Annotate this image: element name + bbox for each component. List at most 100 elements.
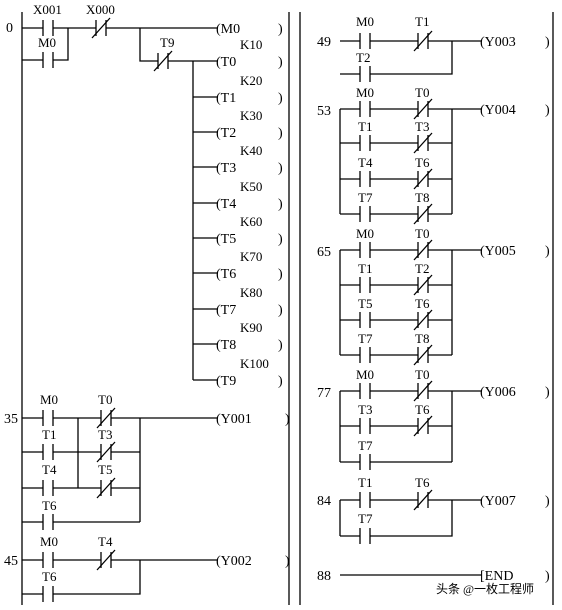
coil-close: ) bbox=[545, 35, 550, 50]
step-number: 88 bbox=[317, 569, 331, 584]
contact-label: T6 bbox=[415, 402, 430, 417]
contacts-53 bbox=[359, 98, 433, 225]
timer-label: (T4 bbox=[216, 197, 236, 212]
contact-label: X001 bbox=[33, 2, 62, 17]
contact-label: T9 bbox=[160, 35, 174, 50]
contact-label: T1 bbox=[415, 14, 429, 29]
watermark: 头条 @一枚工程师 bbox=[436, 581, 534, 596]
svg-text:): ) bbox=[278, 267, 283, 282]
contact-label: T5 bbox=[98, 462, 112, 477]
step-number: 65 bbox=[317, 245, 331, 260]
contact-label: M0 bbox=[38, 35, 56, 50]
timer-outputs bbox=[193, 96, 218, 381]
svg-text:): ) bbox=[278, 91, 283, 106]
contacts-35 bbox=[42, 407, 116, 530]
svg-text:): ) bbox=[278, 197, 283, 212]
timer-preset: K10 bbox=[240, 37, 262, 52]
contact-label: T0 bbox=[415, 85, 429, 100]
contact-no bbox=[42, 20, 54, 36]
coil-label: (Y005 bbox=[480, 244, 516, 259]
svg-text:): ) bbox=[278, 126, 283, 141]
contact-label: T3 bbox=[358, 402, 372, 417]
coil-closers: )) )) )) )) )) bbox=[278, 55, 283, 389]
step-number: 35 bbox=[4, 412, 18, 427]
contact-label: T3 bbox=[415, 119, 429, 134]
contact-label: T0 bbox=[415, 367, 429, 382]
contact-label: T2 bbox=[415, 261, 429, 276]
contacts-49 bbox=[359, 30, 433, 82]
coil-label: (Y002 bbox=[216, 554, 252, 569]
timer-label: (T9 bbox=[216, 374, 236, 389]
contacts-65 bbox=[359, 239, 433, 366]
contact-label: T1 bbox=[358, 475, 372, 490]
contact-label: T0 bbox=[415, 226, 429, 241]
contact-label: M0 bbox=[356, 367, 374, 382]
contact-label: M0 bbox=[356, 226, 374, 241]
contact-label: T7 bbox=[358, 331, 373, 346]
timer-preset: K50 bbox=[240, 179, 262, 194]
contact-label: T4 bbox=[358, 155, 373, 170]
coil-close: ) bbox=[545, 385, 550, 400]
contact-label: T1 bbox=[358, 119, 372, 134]
timer-label: (T7 bbox=[216, 303, 236, 318]
end-close: ) bbox=[545, 569, 550, 584]
contact-label: M0 bbox=[356, 14, 374, 29]
step-number: 77 bbox=[317, 386, 331, 401]
contact-label: T1 bbox=[358, 261, 372, 276]
svg-text:): ) bbox=[278, 55, 283, 70]
contact-label: X000 bbox=[86, 2, 115, 17]
end-instruction: [END bbox=[480, 569, 513, 584]
timer-label: (T3 bbox=[216, 161, 236, 176]
contact-label: T7 bbox=[358, 190, 373, 205]
timer-preset: K100 bbox=[240, 356, 269, 371]
timer-preset: K20 bbox=[240, 73, 262, 88]
contacts-84 bbox=[359, 489, 433, 544]
contact-label: T6 bbox=[415, 475, 430, 490]
step-number: 0 bbox=[6, 21, 13, 36]
contact-label: T6 bbox=[415, 155, 430, 170]
contact-label: M0 bbox=[40, 392, 58, 407]
contact-label: T2 bbox=[356, 50, 370, 65]
contact-label: T4 bbox=[98, 534, 113, 549]
contact-label: T6 bbox=[42, 498, 57, 513]
coil-close: ) bbox=[545, 244, 550, 259]
timer-label: (T5 bbox=[216, 232, 236, 247]
coil-label: (Y003 bbox=[480, 35, 516, 50]
contact-label: T0 bbox=[98, 392, 112, 407]
svg-text:): ) bbox=[278, 161, 283, 176]
coil-close: ) bbox=[285, 412, 290, 427]
timer-label: (T8 bbox=[216, 338, 236, 353]
timer-label: (T0 bbox=[216, 55, 236, 70]
timer-label: (T2 bbox=[216, 126, 236, 141]
coil-close: ) bbox=[278, 22, 283, 37]
coil-close: ) bbox=[285, 554, 290, 569]
timer-preset: K60 bbox=[240, 214, 262, 229]
contact-label: M0 bbox=[40, 534, 58, 549]
timer-preset: K90 bbox=[240, 320, 262, 335]
coil-label: (M0 bbox=[216, 22, 240, 37]
coil-label: (Y006 bbox=[480, 385, 516, 400]
step-number: 53 bbox=[317, 104, 331, 119]
step-number: 45 bbox=[4, 554, 18, 569]
svg-text:): ) bbox=[278, 232, 283, 247]
svg-text:): ) bbox=[278, 303, 283, 318]
timer-preset: K80 bbox=[240, 285, 262, 300]
coil-label: (Y004 bbox=[480, 103, 516, 118]
timer-preset: K40 bbox=[240, 143, 262, 158]
timer-preset: K70 bbox=[240, 249, 262, 264]
contact-label: T5 bbox=[358, 296, 372, 311]
timer-preset: K30 bbox=[240, 108, 262, 123]
contact-label: T7 bbox=[358, 511, 373, 526]
contacts-77 bbox=[359, 380, 433, 470]
contact-no bbox=[42, 52, 54, 68]
contact-label: T8 bbox=[415, 331, 429, 346]
contact-label: T4 bbox=[42, 462, 57, 477]
contact-label: T3 bbox=[98, 427, 112, 442]
coil-label: (Y007 bbox=[480, 494, 516, 509]
coil-label: (Y001 bbox=[216, 412, 252, 427]
contact-label: T8 bbox=[415, 190, 429, 205]
step-number: 84 bbox=[317, 494, 331, 509]
coil-close: ) bbox=[545, 103, 550, 118]
step-number: 49 bbox=[317, 35, 331, 50]
